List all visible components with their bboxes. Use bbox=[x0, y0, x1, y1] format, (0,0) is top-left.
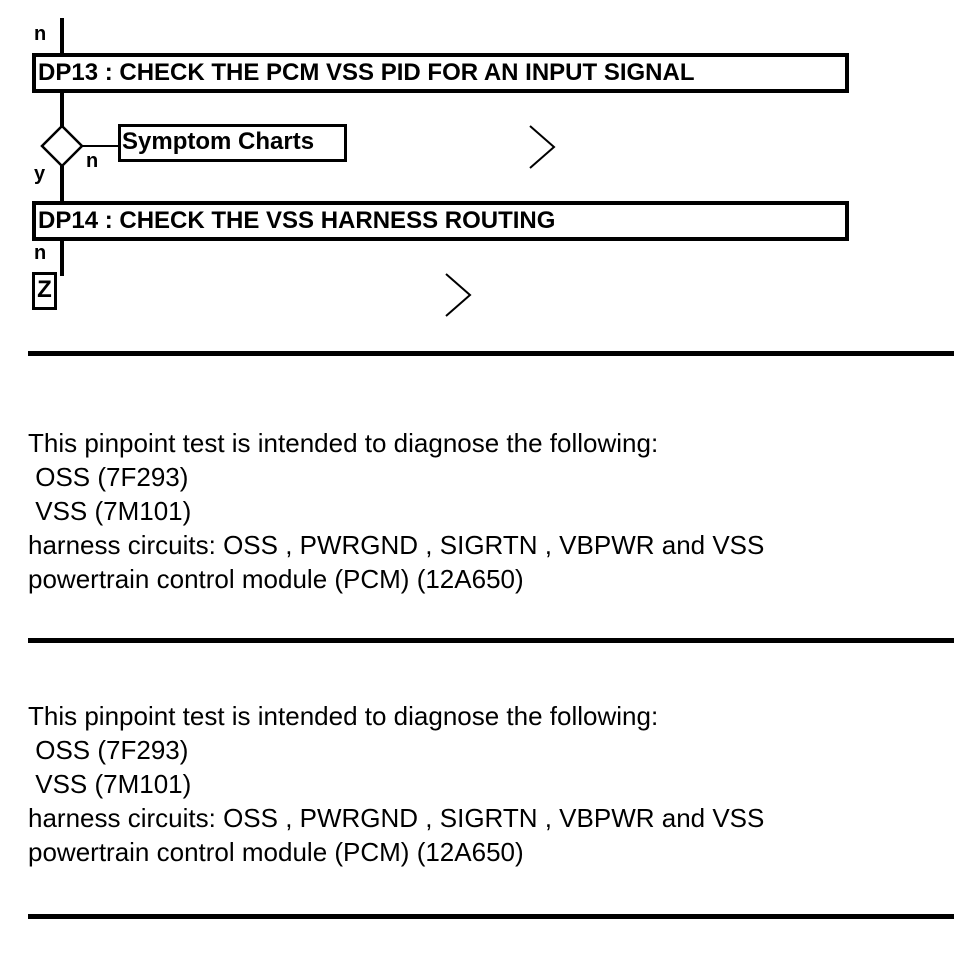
description-line: OSS (7F293) bbox=[28, 735, 189, 765]
description-line: harness circuits: OSS , PWRGND , SIGRTN … bbox=[28, 530, 765, 560]
next-chevron-icon[interactable] bbox=[526, 124, 560, 170]
section-divider bbox=[28, 351, 954, 356]
flow-connector-bottom bbox=[60, 240, 64, 276]
decision-diamond-icon bbox=[40, 124, 84, 168]
description-line: powertrain control module (PCM) (12A650) bbox=[28, 837, 524, 867]
decision-no-branch-line bbox=[82, 145, 120, 147]
description-line: This pinpoint test is intended to diagno… bbox=[28, 701, 659, 731]
pinpoint-test-description: This pinpoint test is intended to diagno… bbox=[28, 699, 948, 869]
flow-connector-to-decision bbox=[60, 92, 64, 128]
description-line: harness circuits: OSS , PWRGND , SIGRTN … bbox=[28, 803, 765, 833]
flow-connector-top bbox=[60, 18, 64, 56]
decision-no-label: n bbox=[86, 150, 99, 172]
top-no-label: n bbox=[34, 23, 47, 45]
section-divider bbox=[28, 914, 954, 919]
description-line: This pinpoint test is intended to diagno… bbox=[28, 428, 659, 458]
dp13-step-box[interactable]: DP13 : CHECK THE PCM VSS PID FOR AN INPU… bbox=[32, 53, 849, 93]
description-line: powertrain control module (PCM) (12A650) bbox=[28, 564, 524, 594]
description-line: VSS (7M101) bbox=[28, 496, 192, 526]
dp14-step-box[interactable]: DP14 : CHECK THE VSS HARNESS ROUTING bbox=[32, 201, 849, 241]
terminal-z-box[interactable]: Z bbox=[32, 272, 57, 310]
description-line: VSS (7M101) bbox=[28, 769, 192, 799]
symptom-charts-link[interactable]: Symptom Charts bbox=[118, 124, 347, 162]
description-line: OSS (7F293) bbox=[28, 462, 189, 492]
bottom-no-label: n bbox=[34, 242, 47, 264]
next-chevron-icon[interactable] bbox=[442, 272, 476, 318]
decision-yes-label: y bbox=[34, 163, 46, 185]
pinpoint-test-description: This pinpoint test is intended to diagno… bbox=[28, 426, 948, 596]
flow-connector-yes bbox=[60, 166, 64, 202]
section-divider bbox=[28, 638, 954, 643]
